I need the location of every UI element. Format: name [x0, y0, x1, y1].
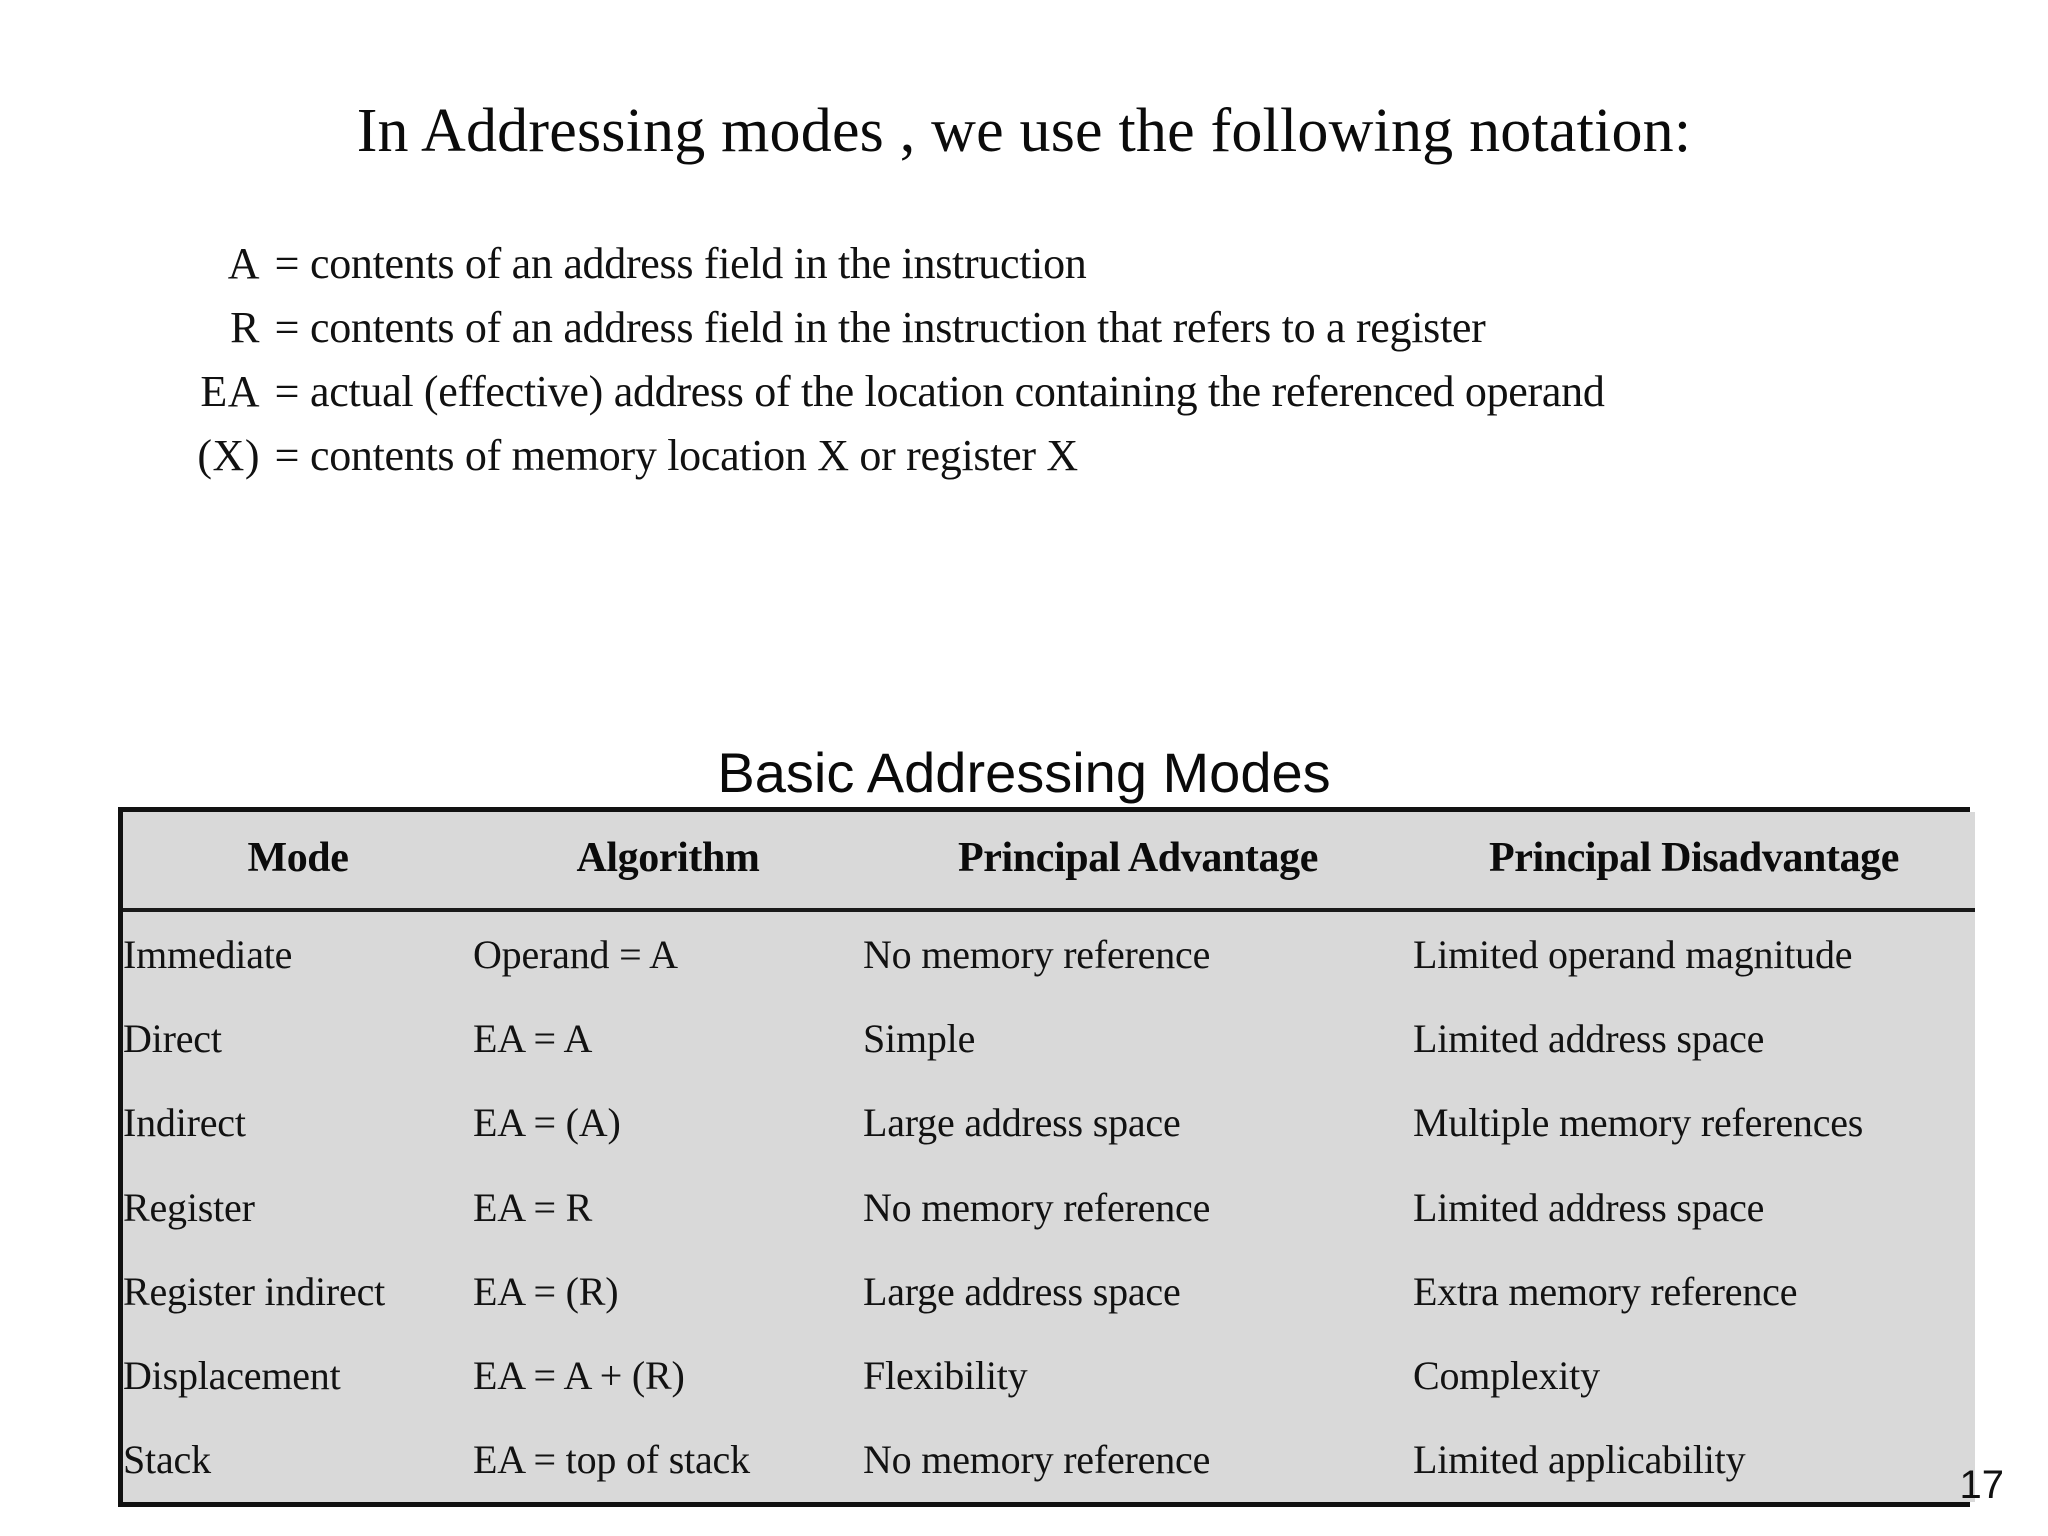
cell-mode: Register indirect — [123, 1268, 386, 1314]
table-row: Register indirect EA = (R) Large address… — [123, 1249, 1975, 1333]
table-row: Direct EA = A Simple Limited address spa… — [123, 996, 1975, 1080]
table-header-row: Mode Algorithm Principal Advantage Princ… — [123, 812, 1975, 912]
notation-description: contents of an address field in the inst… — [310, 303, 1486, 352]
cell-advantage: No memory reference — [863, 1184, 1211, 1230]
cell-algorithm: EA = (A) — [473, 1100, 621, 1146]
cell-algorithm: EA = top of stack — [473, 1437, 750, 1483]
notation-description: actual (effective) address of the locati… — [310, 367, 1605, 416]
table-row: Indirect EA = (A) Large address space Mu… — [123, 1081, 1975, 1165]
cell-mode: Direct — [123, 1016, 222, 1062]
addressing-modes-table: Mode Algorithm Principal Advantage Princ… — [118, 807, 1975, 1507]
page-number: 17 — [1959, 1463, 2005, 1507]
cell-advantage: Large address space — [863, 1100, 1181, 1146]
cell-mode: Indirect — [123, 1100, 246, 1146]
cell-disadvantage: Limited address space — [1413, 1016, 1765, 1062]
cell-algorithm: Operand = A — [473, 931, 678, 977]
cell-disadvantage: Limited applicability — [1413, 1437, 1746, 1483]
cell-advantage: Simple — [863, 1016, 976, 1062]
column-header-advantage: Principal Advantage — [863, 812, 1413, 912]
notation-line: EA = actual (effective) address of the l… — [150, 366, 1950, 430]
cell-advantage: Flexibility — [863, 1353, 1028, 1399]
cell-algorithm: EA = A + (R) — [473, 1353, 685, 1399]
cell-advantage: Large address space — [863, 1268, 1181, 1314]
notation-line: R = contents of an address field in the … — [150, 302, 1950, 366]
cell-mode: Stack — [123, 1437, 211, 1483]
cell-disadvantage: Extra memory reference — [1413, 1268, 1798, 1314]
notation-equals-sign: = — [274, 367, 300, 416]
notation-symbol: R — [230, 303, 260, 352]
notation-symbol: EA — [200, 367, 260, 416]
cell-disadvantage: Multiple memory references — [1413, 1100, 1864, 1146]
cell-algorithm: EA = R — [473, 1184, 593, 1230]
notation-line: A = contents of an address field in the … — [150, 238, 1950, 302]
table-row: Displacement EA = A + (R) Flexibility Co… — [123, 1333, 1975, 1417]
notation-equals-sign: = — [274, 431, 300, 480]
table-row: Stack EA = top of stack No memory refere… — [123, 1418, 1975, 1502]
cell-algorithm: EA = (R) — [473, 1268, 619, 1314]
column-header-algorithm: Algorithm — [473, 812, 863, 912]
table-row: Immediate Operand = A No memory referenc… — [123, 910, 1975, 996]
notation-symbol: A — [227, 239, 260, 288]
table-heading: Basic Addressing Modes — [717, 741, 1331, 804]
cell-disadvantage: Complexity — [1413, 1353, 1600, 1399]
notation-list: A = contents of an address field in the … — [150, 238, 1950, 494]
notation-equals-sign: = — [274, 239, 300, 288]
cell-advantage: No memory reference — [863, 931, 1211, 977]
notation-description: contents of memory location X or registe… — [310, 431, 1078, 480]
notation-symbol: (X) — [197, 431, 260, 480]
cell-disadvantage: Limited operand magnitude — [1413, 931, 1853, 977]
cell-mode: Immediate — [123, 931, 293, 977]
table-row: Register EA = R No memory reference Limi… — [123, 1165, 1975, 1249]
column-header-mode: Mode — [123, 812, 473, 912]
page-title: In Addressing modes , we use the followi… — [356, 97, 1692, 165]
cell-mode: Register — [123, 1184, 255, 1230]
cell-disadvantage: Limited address space — [1413, 1184, 1765, 1230]
cell-advantage: No memory reference — [863, 1437, 1211, 1483]
notation-description: contents of an address field in the inst… — [310, 239, 1087, 288]
notation-equals-sign: = — [274, 303, 300, 352]
notation-line: (X) = contents of memory location X or r… — [150, 430, 1950, 494]
cell-mode: Displacement — [123, 1353, 341, 1399]
column-header-disadvantage: Principal Disadvantage — [1413, 812, 1975, 912]
cell-algorithm: EA = A — [473, 1016, 593, 1062]
